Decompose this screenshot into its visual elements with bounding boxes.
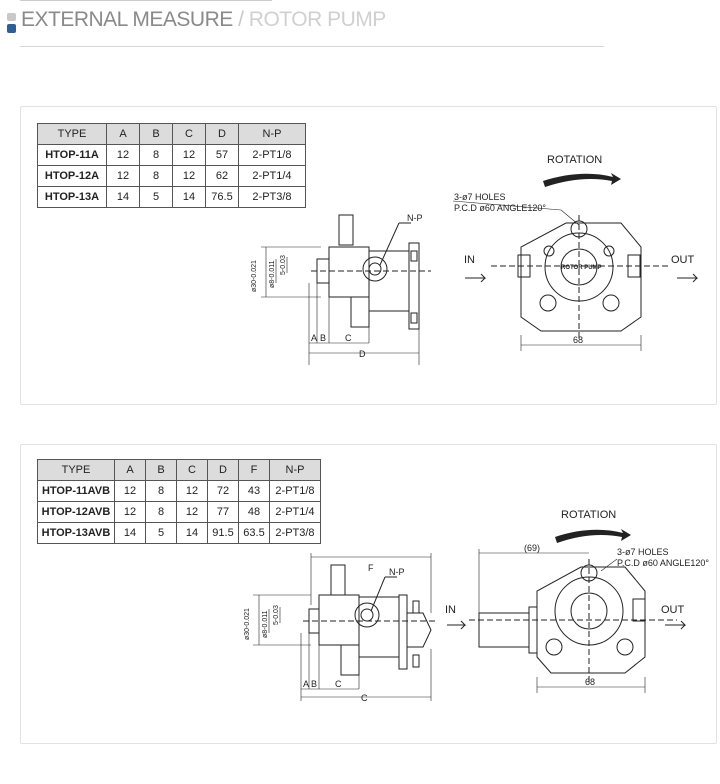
col-np: N-P xyxy=(269,459,321,481)
dim-b: B xyxy=(320,333,326,343)
dim-a: A xyxy=(303,679,309,689)
table-row: HTOP-13AVB 14 5 14 91.5 63.5 2-PT3/8 xyxy=(37,522,321,544)
title-main: EXTERNAL MEASURE xyxy=(21,8,233,31)
spec-table-htop-a: TYPE A B C D N-P HTOP-11A 12 8 12 57 2-P… xyxy=(37,123,306,208)
col-a: A xyxy=(106,123,140,145)
in-arrow-icon xyxy=(447,620,467,630)
title-bullet-icon xyxy=(7,13,16,21)
table-row: HTOP-13A 14 5 14 76.5 2-PT3/8 xyxy=(37,186,306,208)
title-sub: ROTOR PUMP xyxy=(248,8,386,31)
dia-label-2: ø8-0.011 xyxy=(269,260,276,288)
rotation-label: ROTATION xyxy=(561,509,616,521)
col-c: C xyxy=(172,123,206,145)
cell-np: 2-PT1/4 xyxy=(269,501,321,523)
dia-label-1: ø30-0.021 xyxy=(244,608,251,640)
dim-c: C xyxy=(345,333,352,343)
col-d: D xyxy=(205,123,239,145)
dim-c: C xyxy=(335,679,342,689)
cell-type: HTOP-13A xyxy=(37,186,107,208)
dia-label-3: 5-0.03 xyxy=(273,605,280,625)
cell-np: 2-PT3/8 xyxy=(238,186,306,208)
cell-np: 2-PT3/8 xyxy=(269,522,321,544)
front-view xyxy=(452,200,671,351)
dia-label-2: ø8-0.011 xyxy=(262,610,269,638)
front-view xyxy=(469,549,677,693)
holes-label: 3-ø7 HOLES xyxy=(454,192,506,202)
col-c: C xyxy=(176,459,208,481)
page-title: EXTERNAL MEASURE / ROTOR PUMP xyxy=(21,8,386,32)
out-label: OUT xyxy=(671,254,695,266)
np-label: N-P xyxy=(407,213,423,223)
in-label: IN xyxy=(445,604,456,616)
dim-b: B xyxy=(311,679,317,689)
dim-68: 68 xyxy=(585,677,595,687)
col-type: TYPE xyxy=(37,459,115,481)
f-label: F xyxy=(368,563,374,573)
pump-drawing-htop-avb: F N-P ø30-0.021 ø8-0.011 5-0.03 A B C C xyxy=(244,509,709,703)
cell-f: 63.5 xyxy=(238,522,270,544)
pcd-label: P.C.D ø60 ANGLE120° xyxy=(454,203,546,213)
dim-d: C xyxy=(361,693,368,703)
rotation-arrow-icon xyxy=(555,529,631,543)
side-view xyxy=(253,553,435,701)
col-type: TYPE xyxy=(37,123,107,145)
col-f: F xyxy=(238,459,270,481)
cell-type: HTOP-13AVB xyxy=(37,522,115,544)
header-divider xyxy=(20,46,604,47)
table-row: HTOP-11A 12 8 12 57 2-PT1/8 xyxy=(37,144,306,166)
rotation-label: ROTATION xyxy=(547,154,602,166)
spec-panel-htop-a: TYPE A B C D N-P HTOP-11A 12 8 12 57 2-P… xyxy=(20,106,717,405)
out-label: OUT xyxy=(661,604,685,616)
cell-b: 5 xyxy=(145,522,177,544)
pump-plate-label: ROTOR PUMP xyxy=(561,265,602,271)
pcd-label: P.C.D ø60 ANGLE120° xyxy=(617,558,709,568)
cell-a: 14 xyxy=(106,186,140,208)
spec-table-htop-avb: TYPE A B C D F N-P HTOP-11AVB 12 8 12 72… xyxy=(37,459,321,544)
holes-label: 3-ø7 HOLES xyxy=(617,547,669,557)
cell-a: 12 xyxy=(114,480,146,502)
cell-a: 14 xyxy=(114,522,146,544)
dia-label-3: 5-0.03 xyxy=(280,255,287,275)
dia-label-1: ø30-0.021 xyxy=(251,260,258,292)
col-d: D xyxy=(207,459,239,481)
dim-a: A xyxy=(311,333,317,343)
dim-d: D xyxy=(359,349,366,359)
in-label: IN xyxy=(464,254,475,266)
table-header-row: TYPE A B C D F N-P xyxy=(37,459,321,481)
out-arrow-icon xyxy=(665,620,687,630)
title-separator: / xyxy=(232,8,249,31)
cell-d: 76.5 xyxy=(205,186,239,208)
table-header-row: TYPE A B C D N-P xyxy=(37,123,306,145)
table-row: HTOP-12AVB 12 8 12 77 48 2-PT1/4 xyxy=(37,501,321,523)
side-view xyxy=(261,214,431,365)
in-arrow-icon xyxy=(465,273,487,283)
title-bullet-accent-icon xyxy=(7,24,16,33)
spec-panel-htop-avb: TYPE A B C D F N-P HTOP-11AVB 12 8 12 72… xyxy=(20,444,717,744)
pump-drawing-htop-a: N-P ø30-0.021 ø8-0.011 5-0.03 A B C D xyxy=(251,154,699,365)
out-arrow-icon xyxy=(677,273,699,283)
top-rule xyxy=(20,0,272,1)
dim-68: 68 xyxy=(573,335,583,345)
page-header: EXTERNAL MEASURE / ROTOR PUMP xyxy=(0,0,720,60)
rotation-arrow-icon xyxy=(543,173,621,187)
dim-69: (69) xyxy=(524,543,540,553)
np-label: N-P xyxy=(389,567,405,577)
